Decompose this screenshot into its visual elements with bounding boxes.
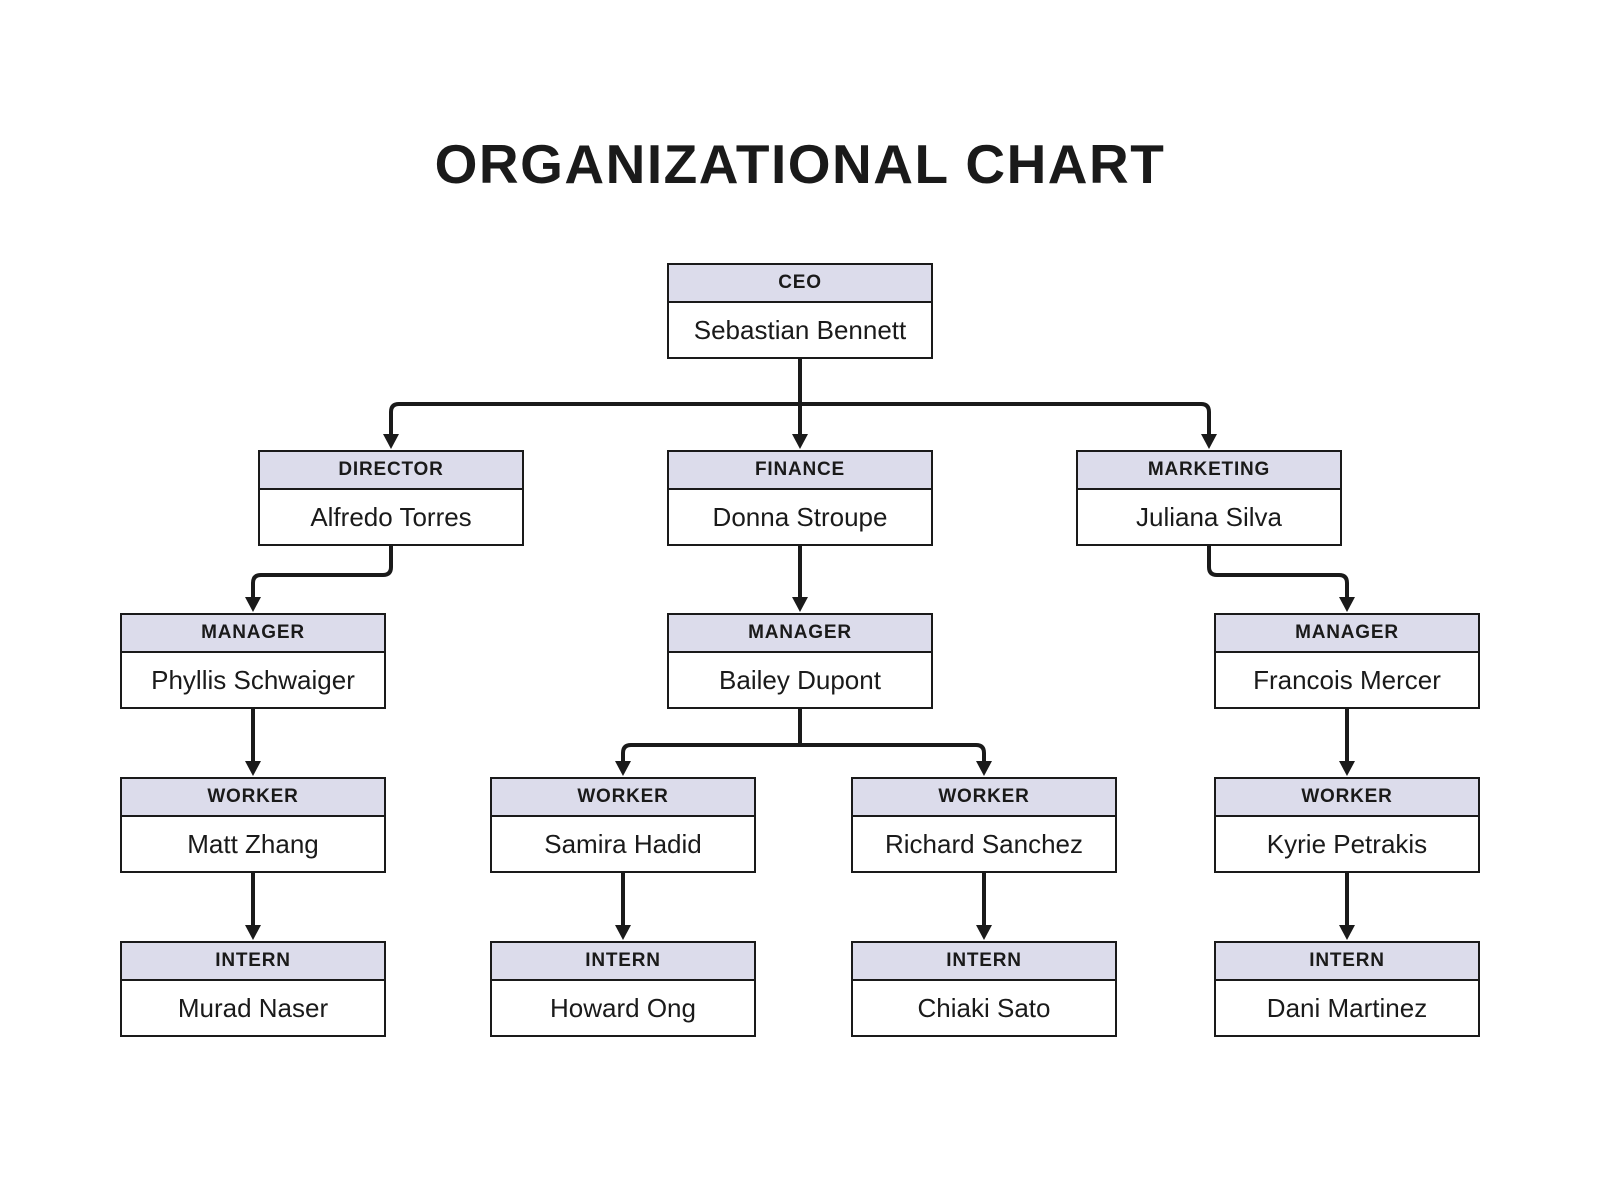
arrowhead [1339, 761, 1355, 776]
person-name: Richard Sanchez [885, 828, 1083, 859]
role-label: WORKER [853, 779, 1115, 817]
arrowhead [976, 761, 992, 776]
connector-manager-worker-mid2 [800, 743, 986, 764]
role-label: INTERN [492, 943, 754, 981]
org-node-intern-finance-1: INTERN Howard Ong [490, 941, 756, 1037]
person-name: Murad Naser [177, 992, 329, 1023]
role-label: WORKER [492, 779, 754, 817]
role-label: MARKETING [1078, 452, 1340, 490]
person-name: Chiaki Sato [917, 992, 1051, 1023]
role-label: INTERN [1216, 943, 1478, 981]
arrowhead [1339, 597, 1355, 612]
org-node-worker-director: WORKER Matt Zhang [120, 777, 386, 873]
role-label: DIRECTOR [260, 452, 522, 490]
role-label: WORKER [1216, 779, 1478, 817]
org-node-ceo: CEO Sebastian Bennett [667, 263, 933, 359]
connector-ceo-director [389, 402, 800, 437]
person-name: Matt Zhang [187, 828, 319, 859]
person-name: Sebastian Bennett [693, 314, 907, 345]
arrowhead [976, 925, 992, 940]
role-label: MANAGER [1216, 615, 1478, 653]
org-node-marketing: MARKETING Juliana Silva [1076, 450, 1342, 546]
arrowhead [245, 761, 261, 776]
person-name: Kyrie Petrakis [1266, 828, 1428, 859]
connector-director-manager [251, 544, 393, 600]
role-label: INTERN [853, 943, 1115, 981]
person-name: Samira Hadid [544, 828, 702, 859]
org-node-manager-finance: MANAGER Bailey Dupont [667, 613, 933, 709]
role-label: INTERN [122, 943, 384, 981]
role-label: FINANCE [669, 452, 931, 490]
org-node-manager-director: MANAGER Phyllis Schwaiger [120, 613, 386, 709]
connector-manager-worker-mid1 [621, 743, 800, 764]
org-node-worker-finance-1: WORKER Samira Hadid [490, 777, 756, 873]
role-label: MANAGER [669, 615, 931, 653]
person-name: Bailey Dupont [719, 664, 881, 695]
arrowhead [615, 925, 631, 940]
org-node-finance: FINANCE Donna Stroupe [667, 450, 933, 546]
org-node-manager-marketing: MANAGER Francois Mercer [1214, 613, 1480, 709]
org-node-intern-finance-2: INTERN Chiaki Sato [851, 941, 1117, 1037]
org-node-worker-marketing: WORKER Kyrie Petrakis [1214, 777, 1480, 873]
arrowhead [1201, 434, 1217, 449]
person-name: Dani Martinez [1266, 992, 1428, 1023]
arrowhead [383, 434, 399, 449]
person-name: Donna Stroupe [712, 501, 888, 532]
person-name: Francois Mercer [1253, 664, 1441, 695]
org-node-intern-director: INTERN Murad Naser [120, 941, 386, 1037]
org-node-director: DIRECTOR Alfredo Torres [258, 450, 524, 546]
role-label: WORKER [122, 779, 384, 817]
arrowhead [245, 597, 261, 612]
arrowhead [792, 597, 808, 612]
role-label: CEO [669, 265, 931, 303]
person-name: Howard Ong [550, 992, 696, 1023]
person-name: Alfredo Torres [310, 501, 472, 532]
page-title: ORGANIZATIONAL CHART [434, 133, 1166, 195]
arrowhead [615, 761, 631, 776]
org-node-intern-marketing: INTERN Dani Martinez [1214, 941, 1480, 1037]
org-node-worker-finance-2: WORKER Richard Sanchez [851, 777, 1117, 873]
arrowhead [792, 434, 808, 449]
arrowhead [245, 925, 261, 940]
person-name: Juliana Silva [1136, 501, 1282, 532]
arrowhead [1339, 925, 1355, 940]
role-label: MANAGER [122, 615, 384, 653]
connector-ceo-marketing [800, 402, 1211, 437]
person-name: Phyllis Schwaiger [151, 664, 355, 695]
connector-marketing-manager [1207, 544, 1349, 600]
